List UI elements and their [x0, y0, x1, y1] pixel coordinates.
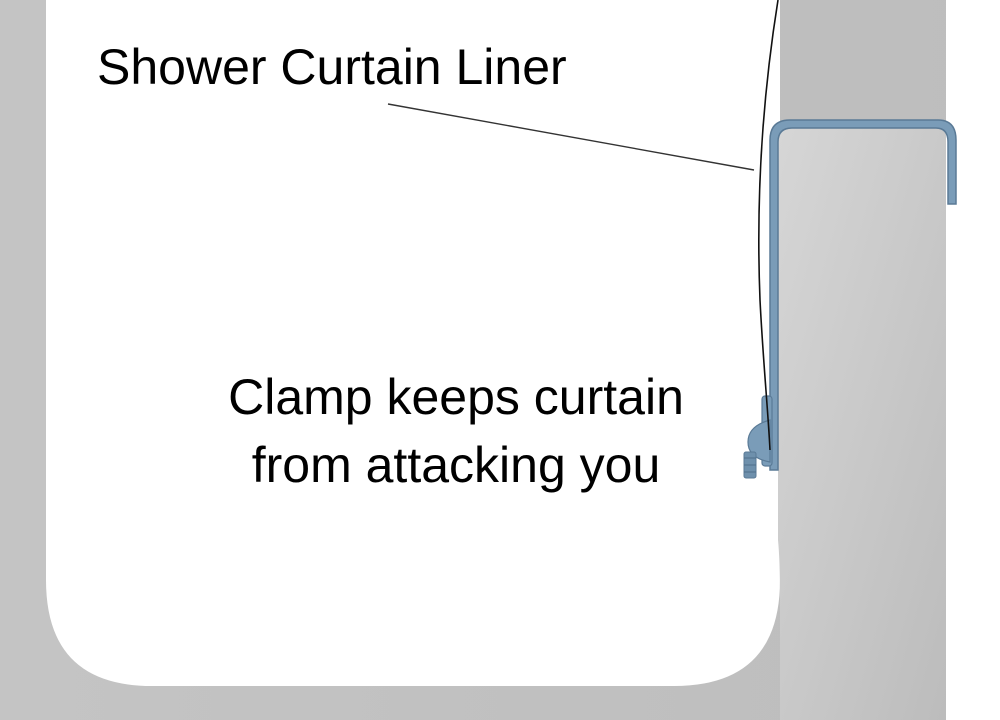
tub-rim-wall — [778, 126, 946, 720]
curtain-liner-line — [758, 0, 779, 451]
liner-label: Shower Curtain Liner — [97, 39, 567, 95]
right-edge-strip — [946, 0, 1000, 720]
clamp-caption-line2: from attacking you — [252, 437, 661, 493]
tub-interior — [46, 0, 780, 686]
clamp-hook — [769, 119, 957, 471]
liner-leader-line — [387, 103, 755, 171]
clamp-caption-line1: Clamp keeps curtain — [228, 369, 684, 425]
